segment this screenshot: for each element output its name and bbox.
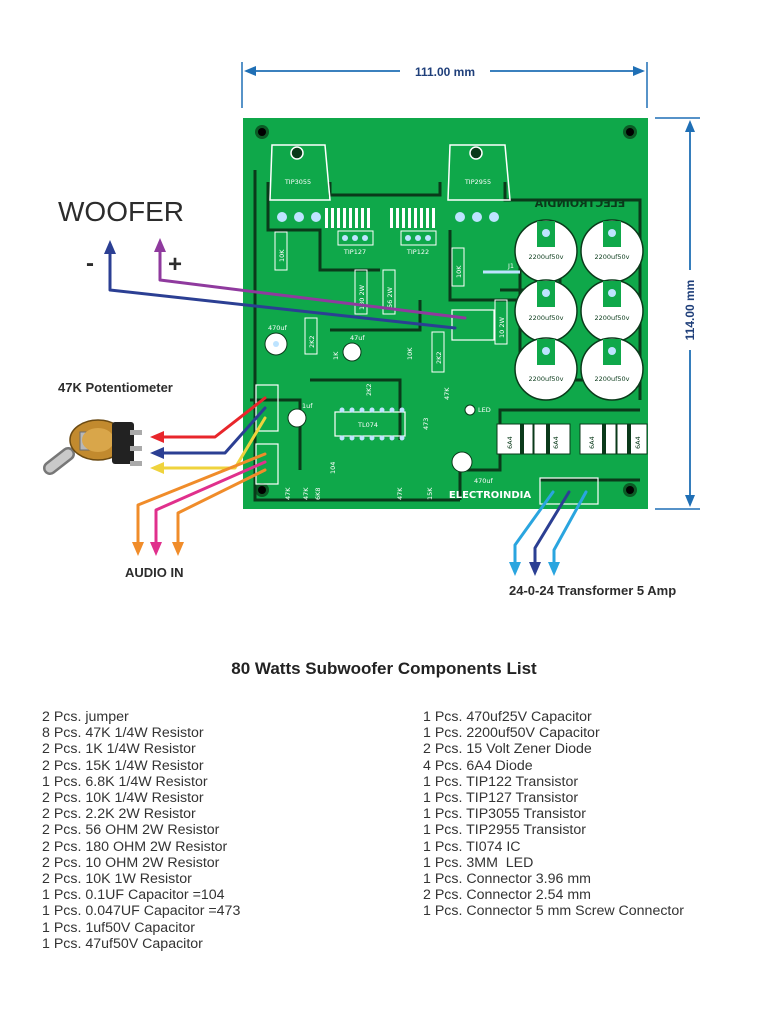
r47k-label-1: 47K (284, 487, 292, 500)
cap-470-label: 470uf (268, 324, 288, 332)
transformer-label: 24-0-24 Transformer 5 Amp (509, 583, 676, 598)
pot-label: 47K Potentiometer (58, 380, 173, 395)
diodes: 6A4 6A4 6A4 6A4 (496, 423, 648, 455)
small-capacitors: 470uf 47uf 1uf 470uf LED (264, 324, 494, 485)
component-list-item: 2 Pcs. jumper (42, 709, 129, 725)
component-list-item: 1 Pcs. 47uf50V Capacitor (42, 935, 203, 952)
tip2955-outline: TIP2955 (447, 144, 511, 222)
tl074-ic: TL074 (334, 407, 406, 441)
component-list-item: 1 Pcs. Connector 5 mm Screw Connector (423, 903, 684, 920)
height-dimension: 114.00 mm (655, 117, 700, 510)
r47k-label-3: 47K (396, 487, 404, 500)
r2k2-label-3: 2K2 (365, 383, 373, 396)
tip3055-label: TIP3055 (284, 178, 311, 186)
cap-1-label: 1uf (302, 402, 313, 410)
component-list-item: 4 Pcs. 6A4 Diode (423, 757, 533, 774)
component-list-item: 2 Pcs. 10K 1W Resistor (42, 871, 192, 888)
component-list-item: 2 Pcs. 2.2K 2W Resistor (42, 806, 196, 823)
tip122-label: TIP122 (406, 248, 429, 256)
width-dimension: 111.00 mm (241, 62, 648, 108)
audio-in-label: AUDIO IN (125, 565, 184, 580)
r10w-label: 10 2W (498, 317, 506, 338)
resistors (274, 231, 508, 373)
cap-2200-label-5: 2200uf50v (528, 375, 563, 383)
tip2955-label: TIP2955 (464, 178, 491, 186)
r10k-label-2: 10K (455, 265, 463, 278)
minus-label: - (86, 250, 94, 277)
wire-arrowheads (104, 238, 560, 576)
component-list-item: 1 Pcs. 3MM LED (423, 854, 534, 871)
r1k-label: 1K (332, 351, 340, 360)
component-list-item: 2 Pcs. 10K 1/4W Resistor (42, 790, 204, 807)
wires (108, 246, 588, 567)
pcb-board: TIP3055 TIP2955 TIP127 TIP122 ELECTROIND… (243, 118, 648, 509)
c104-label: 104 (329, 462, 337, 474)
j1-label: J1 (507, 262, 514, 270)
tip127-outline: TIP127 (337, 230, 374, 256)
brand-top-label: ELECTROINDIA (534, 197, 625, 210)
component-list-item: 8 Pcs. 47K 1/4W Resistor (42, 725, 204, 742)
cap-470b-label: 470uf (474, 477, 494, 485)
component-list-item: 1 Pcs. TI074 IC (423, 838, 521, 855)
cap-47-label: 47uf (350, 334, 365, 342)
component-list-item: 1 Pcs. 470uf25V Capacitor (423, 709, 592, 725)
component-list-item: 1 Pcs. 6.8K 1/4W Resistor (42, 773, 208, 790)
component-list-item: 2 Pcs. 10 OHM 2W Resistor (42, 854, 220, 871)
component-list-item: 1 Pcs. TIP3055 Transistor (423, 806, 586, 823)
component-list-item: 1 Pcs. 0.047UF Capacitor =473 (42, 903, 241, 920)
capacitor-bank: 2200uf50v 2200uf50v 2200uf50v 2200uf50v (514, 219, 644, 401)
component-list-item: 2 Pcs. 15K 1/4W Resistor (42, 757, 204, 774)
component-list-item: 1 Pcs. 1uf50V Capacitor (42, 919, 195, 936)
potentiometer-icon (43, 419, 142, 475)
width-label: 111.00 mm (415, 65, 475, 79)
tip127-label: TIP127 (343, 248, 366, 256)
r10k-label-1: 10K (278, 249, 286, 262)
component-list-item: 1 Pcs. TIP2955 Transistor (423, 822, 586, 839)
component-list-item: 2 Pcs. 15 Volt Zener Diode (423, 741, 592, 758)
cap-2200-label-1: 2200uf50v (528, 253, 563, 261)
component-list-item: 1 Pcs. 0.1UF Capacitor =104 (42, 887, 225, 904)
brand-bottom-label: ELECTROINDIA (449, 490, 532, 501)
cap-2200-label-6: 2200uf50v (594, 375, 629, 383)
cap-2200-label-4: 2200uf50v (594, 314, 629, 322)
r10k-label-3: 10K (406, 347, 414, 360)
r2k2-label-1: 2K2 (308, 335, 316, 348)
r15k-label: 15K (426, 487, 434, 500)
component-list-item: 1 Pcs. 2200uf50V Capacitor (423, 725, 600, 742)
r180-label: 180 2W (358, 284, 366, 310)
diode-label-2: 6A4 (552, 436, 560, 449)
diode-label-4: 6A4 (634, 436, 642, 449)
component-list-item: 2 Pcs. 56 OHM 2W Resistor (42, 822, 220, 839)
component-list-item: 1 Pcs. Connector 3.96 mm (423, 871, 591, 888)
component-list-item: 2 Pcs. 1K 1/4W Resistor (42, 741, 196, 758)
component-list-item: 2 Pcs. 180 OHM 2W Resistor (42, 838, 228, 855)
component-list-item: 1 Pcs. TIP122 Transistor (423, 773, 579, 790)
diode-label-3: 6A4 (588, 436, 596, 449)
components-list-title: 80 Watts Subwoofer Components List (231, 659, 537, 678)
led-label: LED (478, 406, 491, 414)
r6k8-label: 6K8 (314, 487, 322, 500)
component-list-item: 2 Pcs. Connector 2.54 mm (423, 887, 591, 904)
tip3055-outline: TIP3055 (269, 144, 331, 222)
woofer-label: WOOFER (58, 196, 184, 227)
diode-label-1: 6A4 (506, 436, 514, 449)
plus-label: + (168, 251, 182, 278)
cap-2200-label-2: 2200uf50v (594, 253, 629, 261)
cap-2200-label-3: 2200uf50v (528, 314, 563, 322)
r56-label: 56 2W (386, 287, 394, 308)
pcb-wiring-diagram: 111.00 mm 114.00 mm (43, 62, 700, 598)
tip122-outline: TIP122 (400, 230, 437, 256)
r2k2-label-2: 2K2 (435, 351, 443, 364)
r47k-label-4: 47K (443, 387, 451, 400)
c473-label: 473 (422, 418, 430, 430)
height-label: 114.00 mm (683, 280, 697, 341)
ic-label: TL074 (357, 421, 378, 429)
component-list-item: 1 Pcs. TIP127 Transistor (423, 790, 579, 807)
r47k-label-2: 47K (302, 487, 310, 500)
